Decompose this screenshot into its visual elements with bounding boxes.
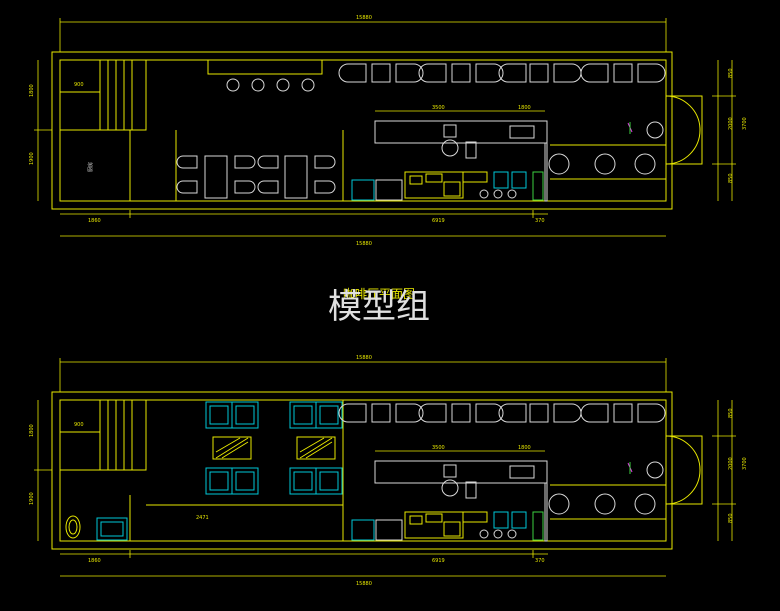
svg-text:厨房: 厨房 <box>87 162 94 172</box>
svg-text:模型组: 模型组 <box>328 287 430 327</box>
svg-text:3500: 3500 <box>432 445 445 451</box>
kitchen-room: 厨房 <box>59 129 146 202</box>
lounge-sofa-set <box>289 401 343 495</box>
svg-text:15880: 15880 <box>356 355 372 361</box>
svg-text:15880: 15880 <box>356 241 372 247</box>
svg-text:15880: 15880 <box>356 581 372 587</box>
svg-text:370: 370 <box>535 558 545 564</box>
dimension-bottom: 1860 6919 370 15880 <box>60 550 666 587</box>
round-tables <box>548 461 666 520</box>
svg-text:850: 850 <box>728 513 734 523</box>
svg-text:1800: 1800 <box>29 424 35 437</box>
dimension-right: 850 2000 850 3700 <box>712 60 748 201</box>
svg-text:850: 850 <box>728 68 734 78</box>
svg-text:6919: 6919 <box>432 558 445 564</box>
lounge-sofa-set <box>205 401 259 495</box>
outer-wall <box>51 51 673 210</box>
svg-text:900: 900 <box>74 422 84 428</box>
svg-text:1860: 1860 <box>88 218 101 224</box>
svg-text:3500: 3500 <box>432 105 445 111</box>
dimension-left: 1800 1900 <box>29 400 52 541</box>
staircase: 900 <box>59 399 147 471</box>
svg-text:2000: 2000 <box>728 117 734 130</box>
svg-text:900: 900 <box>74 82 84 88</box>
svg-text:咖啡厅平面图: 咖啡厅平面图 <box>343 286 415 301</box>
dimension-left: 1800 1900 <box>29 60 52 201</box>
outer-wall <box>51 391 673 550</box>
svg-text:1800: 1800 <box>518 105 531 111</box>
svg-text:3700: 3700 <box>742 117 748 130</box>
watermark: 咖啡厅平面图 模型组 <box>328 286 430 327</box>
round-tables <box>548 121 666 180</box>
service-counter: 3500 1800 <box>374 445 548 542</box>
entrance-door <box>665 435 703 505</box>
dimension-bottom: 1860 6919 370 15880 <box>60 210 666 247</box>
kitchen-equipment <box>351 171 544 201</box>
svg-text:6919: 6919 <box>432 218 445 224</box>
floor-plan-lower: 15880 900 <box>29 355 748 587</box>
svg-text:1900: 1900 <box>29 152 35 165</box>
svg-text:370: 370 <box>535 218 545 224</box>
svg-text:3700: 3700 <box>742 457 748 470</box>
svg-text:1800: 1800 <box>29 84 35 97</box>
dining-table-set <box>176 155 256 199</box>
washroom <box>60 469 146 541</box>
svg-text:850: 850 <box>728 408 734 418</box>
dimension-overall-top: 15880 <box>59 15 667 52</box>
booth-seating <box>338 63 666 83</box>
bar-counter <box>207 59 323 92</box>
dining-table-set <box>257 155 336 199</box>
dimension-right: 850 2000 850 3700 <box>712 400 748 541</box>
staircase: 900 <box>59 59 147 131</box>
booth-seating <box>338 403 666 423</box>
entrance-door <box>665 95 703 165</box>
svg-text:1900: 1900 <box>29 492 35 505</box>
svg-text:1800: 1800 <box>518 445 531 451</box>
service-counter: 3500 1800 <box>374 105 548 202</box>
floor-plan-upper: 15880 900 厨房 <box>29 15 748 247</box>
svg-text:850: 850 <box>728 173 734 183</box>
svg-text:15880: 15880 <box>356 15 372 21</box>
kitchen-equipment <box>351 511 544 541</box>
svg-text:2471: 2471 <box>196 515 209 521</box>
dimension-overall-top: 15880 <box>59 355 667 392</box>
svg-text:1860: 1860 <box>88 558 101 564</box>
svg-text:2000: 2000 <box>728 457 734 470</box>
